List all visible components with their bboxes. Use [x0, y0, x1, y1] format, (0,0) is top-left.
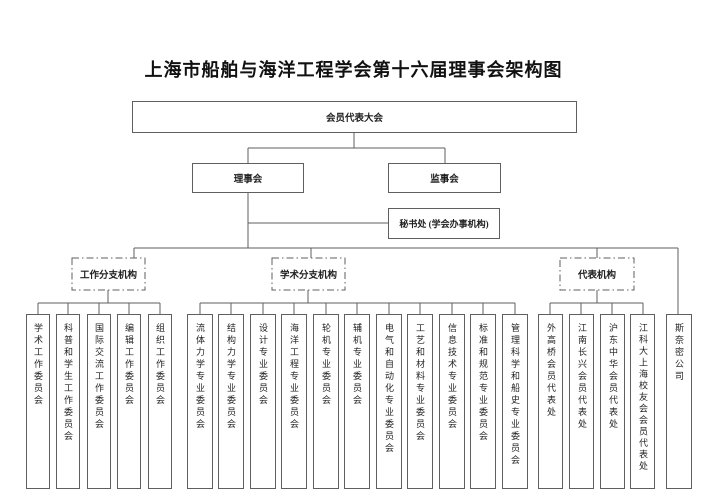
- org-node-leaf: 组织工作委员会: [148, 314, 172, 489]
- org-node-leaf: 外高桥会员代表处: [538, 314, 563, 489]
- node-members-assembly: 会员代表大会: [132, 101, 577, 133]
- org-node-leaf: 工艺和材料专业委员会: [407, 314, 433, 489]
- chart-title: 上海市船舶与海洋工程学会第十六届理事会架构图: [144, 60, 563, 80]
- org-node-leaf: 辅机专业委员会: [344, 314, 370, 489]
- node-sname-company: 斯奈密公司: [666, 314, 692, 489]
- node-council: 理事会: [192, 163, 304, 193]
- org-node-leaf: 国际交流工作委员会: [87, 314, 111, 489]
- org-node-leaf: 结构力学专业委员会: [218, 314, 244, 489]
- org-node-leaf: 科普和学生工作委员会: [56, 314, 80, 489]
- org-node-leaf: 流体力学专业委员会: [187, 314, 213, 489]
- org-node-leaf: 学术工作委员会: [26, 314, 50, 489]
- org-node-leaf: 设计专业委员会: [250, 314, 276, 489]
- node-supervisory-board: 监事会: [388, 163, 501, 193]
- node-working-branches: 工作分支机构: [79, 271, 137, 281]
- org-node-leaf: 电气和自动化专业委员会: [376, 314, 402, 489]
- org-node-leaf: 信息技术专业委员会: [439, 314, 465, 489]
- org-node-leaf: 江科大上海校友会会员代表处: [630, 314, 655, 489]
- org-node-leaf: 海洋工程专业委员会: [281, 314, 307, 489]
- org-node-leaf: 轮机专业委员会: [313, 314, 339, 489]
- node-academic-branches: 学术分支机构: [279, 271, 337, 281]
- org-node-leaf: 编辑工作委员会: [117, 314, 141, 489]
- org-node-leaf: 管理科学和船史专业委员会: [502, 314, 528, 489]
- node-secretariat: 秘书处 (学会办事机构): [388, 208, 500, 239]
- node-representative-offices: 代表机构: [577, 271, 616, 281]
- org-node-leaf: 沪东中华会员代表处: [600, 314, 625, 489]
- org-node-leaf: 江南长兴会员代表处: [569, 314, 594, 489]
- org-node-leaf: 标准和规范专业委员会: [470, 314, 496, 489]
